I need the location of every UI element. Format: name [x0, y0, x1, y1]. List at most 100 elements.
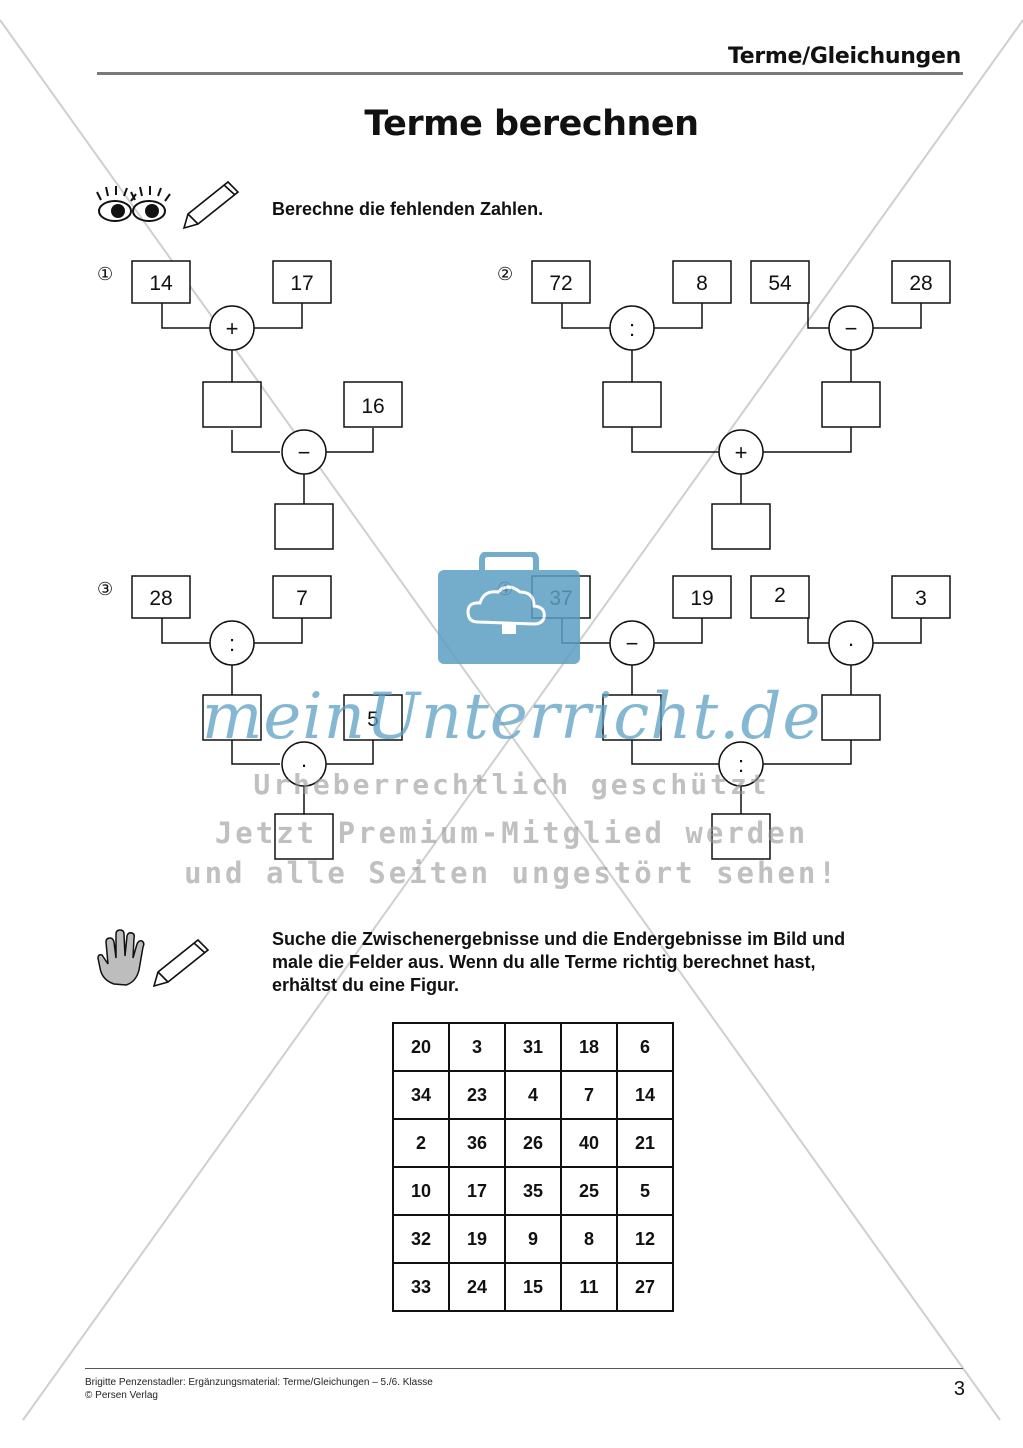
answer-box[interactable] — [821, 694, 881, 741]
page-title: Terme berechnen — [364, 104, 699, 144]
operator-symbol: : — [738, 752, 744, 777]
operator-symbol: + — [226, 316, 239, 341]
grid-cell[interactable]: 17 — [448, 1166, 506, 1216]
tree-1: ① 14 17 + 16 − — [97, 260, 403, 550]
number-value: 8 — [696, 272, 708, 295]
grid-cell[interactable]: 12 — [616, 1214, 674, 1264]
answer-box[interactable] — [274, 813, 334, 860]
grid-cell[interactable]: 10 — [392, 1166, 450, 1216]
grid-cell[interactable]: 18 — [560, 1022, 618, 1072]
grid-cell[interactable]: 2 — [392, 1118, 450, 1168]
header-rule — [97, 72, 963, 75]
number-box — [891, 575, 951, 619]
answer-box[interactable] — [202, 694, 262, 741]
operator-symbol: + — [735, 440, 748, 465]
operator-symbol: : — [629, 316, 635, 341]
number-box — [750, 575, 810, 619]
operator-circle — [718, 429, 764, 475]
answer-box[interactable] — [821, 381, 881, 428]
grid-cell[interactable]: 19 — [448, 1214, 506, 1264]
footer-credit: Brigitte Penzenstadler: Ergänzungsmateri… — [85, 1377, 433, 1388]
number-box — [891, 260, 951, 304]
grid-cell[interactable]: 32 — [392, 1214, 450, 1264]
grid-cell[interactable]: 24 — [448, 1262, 506, 1312]
grid-cell[interactable]: 40 — [560, 1118, 618, 1168]
number-value: 2 — [774, 584, 786, 607]
grid-cell[interactable]: 14 — [616, 1070, 674, 1120]
eyes-pencil-icon — [96, 180, 240, 230]
operator-symbol: − — [626, 631, 639, 656]
footer-publisher: © Persen Verlag — [85, 1390, 158, 1401]
number-box — [672, 575, 732, 619]
number-value: 17 — [290, 272, 313, 295]
section-header: Terme/Gleichungen — [727, 44, 961, 69]
number-box — [272, 575, 332, 619]
grid-cell[interactable]: 23 — [448, 1070, 506, 1120]
watermark-brand: meinUnterricht.de — [201, 680, 822, 754]
instruction-line: male die Felder aus. Wenn du alle Terme … — [272, 952, 816, 972]
grid-cell[interactable]: 8 — [560, 1214, 618, 1264]
number-value: 5 — [367, 708, 379, 731]
grid-cell[interactable]: 7 — [560, 1070, 618, 1120]
grid-cell[interactable]: 3 — [448, 1022, 506, 1072]
tree-2: ② 72 8 : 54 28 − + — [497, 260, 951, 550]
operator-symbol: · — [300, 752, 307, 777]
operator-symbol: − — [298, 440, 311, 465]
grid-cell[interactable]: 11 — [560, 1262, 618, 1312]
answer-box[interactable] — [711, 503, 771, 550]
watermark-line1: Urheberrechtlich geschützt — [253, 768, 770, 801]
grid-cell[interactable]: 26 — [504, 1118, 562, 1168]
coloring-grid: 20 3 31 18 6 34 23 4 7 14 2 36 26 40 21 … — [392, 1022, 674, 1312]
grid-row: 32 19 9 8 12 — [392, 1214, 674, 1264]
operator-symbol: : — [229, 631, 235, 656]
grid-row: 2 36 26 40 21 — [392, 1118, 674, 1168]
tree-label: ③ — [97, 579, 113, 599]
page-number: 3 — [953, 1378, 965, 1400]
number-value: 7 — [296, 587, 308, 610]
grid-cell[interactable]: 25 — [560, 1166, 618, 1216]
operator-circle — [609, 620, 655, 666]
watermark-line3: und alle Seiten ungestört sehen! — [184, 856, 839, 890]
grid-cell[interactable]: 21 — [616, 1118, 674, 1168]
answer-box[interactable] — [202, 381, 262, 428]
operator-circle — [209, 620, 255, 666]
task1-instruction: Berechne die fehlenden Zahlen. — [272, 199, 544, 219]
number-box — [343, 381, 403, 428]
number-value: 72 — [549, 272, 572, 295]
number-value: 14 — [149, 272, 173, 295]
grid-cell[interactable]: 20 — [392, 1022, 450, 1072]
grid-cell[interactable]: 36 — [448, 1118, 506, 1168]
grid-cell[interactable]: 27 — [616, 1262, 674, 1312]
answer-box[interactable] — [274, 503, 334, 550]
grid-cell[interactable]: 34 — [392, 1070, 450, 1120]
task2-instruction: Suche die Zwischenergebnisse und die End… — [272, 928, 845, 997]
footer-rule — [85, 1368, 963, 1369]
grid-row: 10 17 35 25 5 — [392, 1166, 674, 1216]
grid-cell[interactable]: 35 — [504, 1166, 562, 1216]
grid-row: 33 24 15 11 27 — [392, 1262, 674, 1312]
grid-cell[interactable]: 5 — [616, 1166, 674, 1216]
number-value: 3 — [915, 587, 927, 610]
grid-cell[interactable]: 4 — [504, 1070, 562, 1120]
instruction-line: erhältst du eine Figur. — [272, 975, 460, 995]
answer-box[interactable] — [711, 813, 771, 860]
number-box — [131, 575, 191, 619]
number-box — [272, 260, 332, 304]
answer-box[interactable] — [602, 694, 662, 741]
operator-circle — [718, 741, 764, 787]
grid-cell[interactable]: 31 — [504, 1022, 562, 1072]
grid-cell[interactable]: 15 — [504, 1262, 562, 1312]
number-value: 28 — [909, 272, 932, 295]
operator-circle — [209, 305, 255, 351]
grid-cell[interactable]: 6 — [616, 1022, 674, 1072]
number-box — [531, 260, 591, 304]
operator-circle — [281, 741, 327, 787]
grid-cell[interactable]: 33 — [392, 1262, 450, 1312]
number-value: 54 — [768, 272, 792, 295]
number-value: 16 — [361, 395, 384, 418]
number-box — [131, 260, 191, 304]
grid-cell[interactable]: 9 — [504, 1214, 562, 1264]
answer-box[interactable] — [602, 381, 662, 428]
hand-pencil-icon — [97, 929, 210, 988]
